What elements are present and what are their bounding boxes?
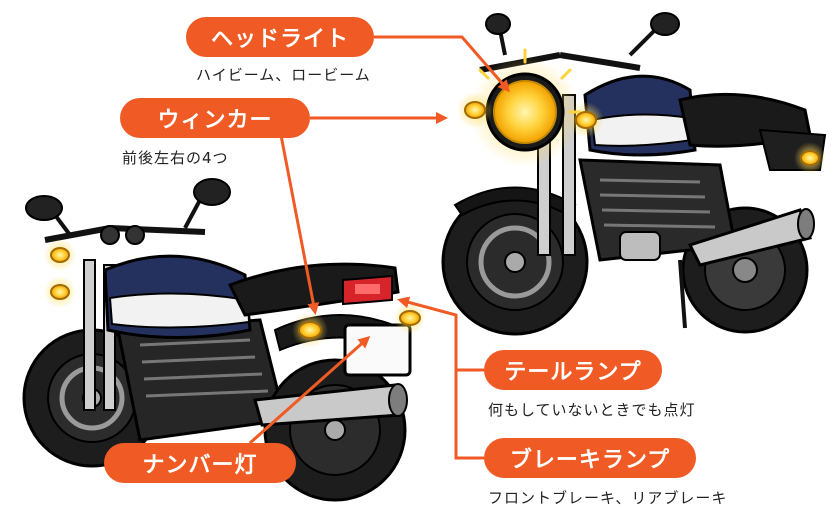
- rear-motorcycle: [22, 178, 426, 502]
- front-motorcycle: [441, 12, 827, 336]
- number-pointer: [249, 336, 371, 445]
- tail-lamp-label: テールランプ: [484, 350, 662, 390]
- headlight-label: ヘッドライト: [186, 17, 374, 57]
- number-light-label: ナンバー灯: [104, 443, 296, 483]
- winker-description: 前後左右の4つ: [122, 149, 229, 167]
- brake-lamp-description: フロントブレーキ、リアブレーキ: [488, 489, 728, 507]
- winker-label: ウィンカー: [120, 98, 310, 138]
- headlight-pointer: [374, 35, 510, 93]
- headlight-description: ハイビーム、ロービーム: [196, 66, 371, 84]
- callout-lines: [249, 35, 510, 460]
- tail-pointer: [397, 296, 484, 372]
- brake-pointer: [454, 370, 484, 460]
- tail-lamp-description: 何もしていないときでも点灯: [488, 401, 696, 419]
- winker-pointer-rear: [278, 129, 320, 315]
- brake-lamp-label: ブレーキランプ: [484, 438, 696, 478]
